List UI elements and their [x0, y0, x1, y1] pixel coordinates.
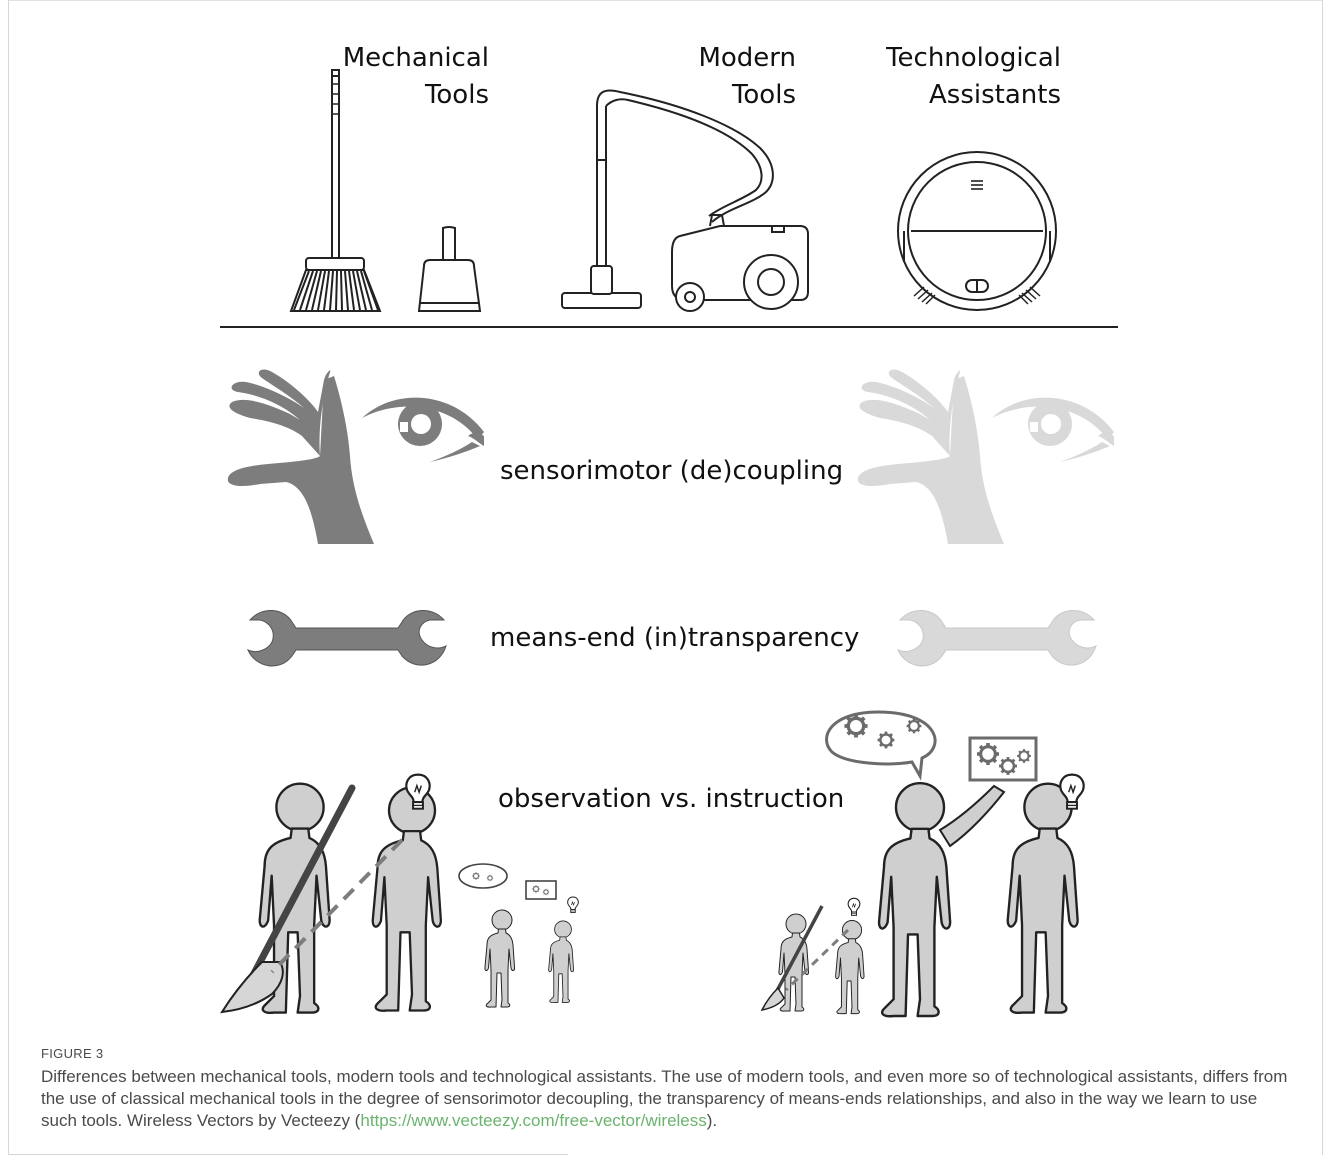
person-icon	[371, 786, 443, 1012]
column-label-line: Tools	[731, 80, 796, 110]
person-icon	[1006, 782, 1079, 1015]
column-label-line: Technological	[886, 43, 1061, 73]
gaze-line	[270, 838, 404, 974]
lightbulb-icon	[847, 897, 861, 916]
broom-icon	[289, 69, 382, 312]
person-icon	[484, 909, 516, 1008]
column-label-line: Tools	[424, 80, 489, 110]
dustpan-icon	[417, 226, 482, 312]
column-label-technological-assistants: Technological Assistants	[886, 40, 1061, 114]
hand-icon	[857, 369, 1004, 544]
caption-closing: ).	[706, 1111, 718, 1130]
row-label-means-end: means-end (in)transparency	[490, 623, 860, 653]
wrench-icon	[246, 610, 447, 667]
column-label-line: Modern	[698, 43, 796, 73]
figure-frame-right	[1322, 0, 1323, 1155]
figure-illustration	[220, 69, 1118, 1018]
person-icon	[877, 782, 952, 1018]
person-icon	[835, 919, 865, 1015]
figure-caption: Differences between mechanical tools, mo…	[41, 1066, 1291, 1132]
figure-frame-top	[8, 0, 1323, 1]
broom-head	[760, 986, 785, 1012]
broom-head	[220, 961, 284, 1014]
instruction-board	[525, 880, 557, 900]
row-label-learning: observation vs. instruction	[498, 784, 845, 814]
person-icon	[548, 920, 574, 1003]
figure-label: FIGURE 3	[41, 1046, 104, 1061]
column-label-modern-tools: Modern Tools	[698, 40, 796, 114]
speech-bubble-icon	[458, 863, 508, 889]
wrench-icon	[896, 610, 1097, 667]
robot-vacuum-icon	[897, 151, 1057, 311]
lightbulb-icon	[567, 896, 579, 913]
caption-text: Differences between mechanical tools, mo…	[41, 1067, 1288, 1130]
column-label-line: Mechanical	[342, 43, 489, 73]
eye-icon	[992, 397, 1114, 462]
column-label-line: Assistants	[929, 80, 1061, 110]
raised-arm	[938, 784, 1006, 848]
eye-icon	[362, 397, 484, 462]
gaze-line	[784, 928, 850, 992]
column-label-mechanical-tools: Mechanical Tools	[343, 40, 489, 114]
hand-icon	[227, 369, 374, 544]
row-label-sensorimotor: sensorimotor (de)coupling	[500, 456, 844, 486]
vecteezy-link[interactable]: https://www.vecteezy.com/free-vector/wir…	[360, 1111, 707, 1130]
vacuum-cleaner-icon	[561, 89, 809, 312]
figure-frame-left	[8, 0, 9, 1155]
